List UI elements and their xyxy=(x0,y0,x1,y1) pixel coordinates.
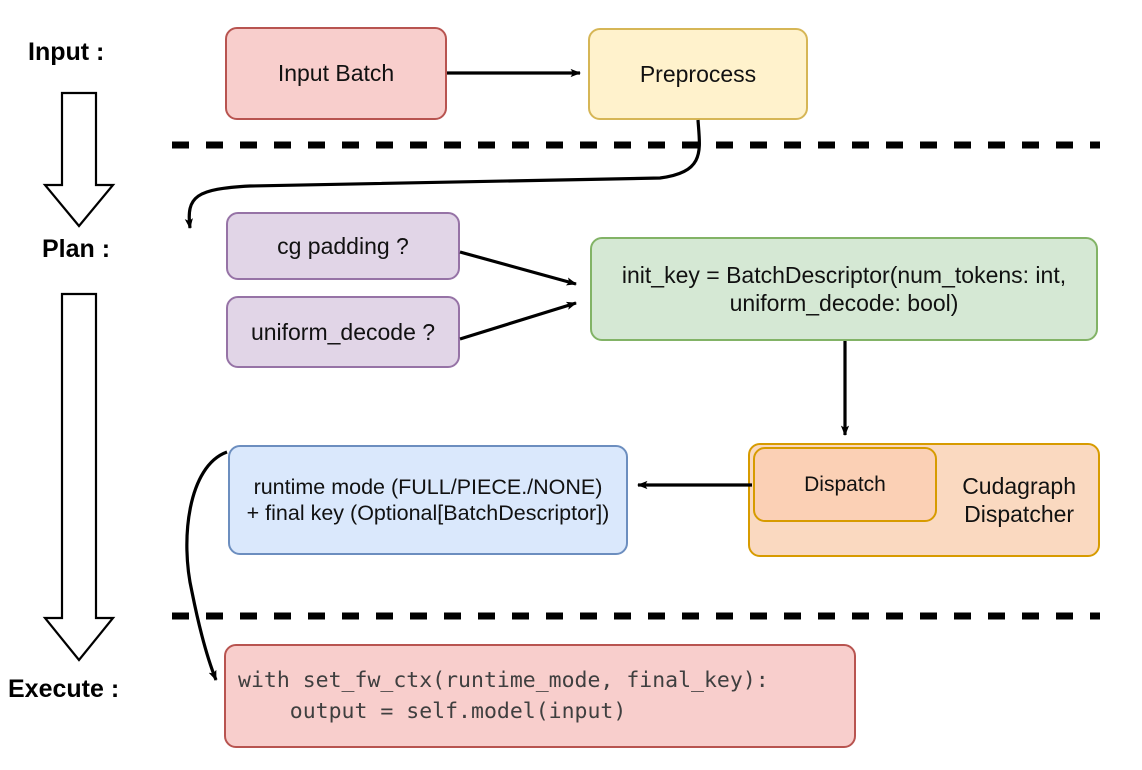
node-runtime-mode-line2: + final key (Optional[BatchDescriptor]) xyxy=(246,501,610,525)
arrow-runtime-to-code xyxy=(185,450,228,681)
node-init-key-line2: uniform_decode: bool) xyxy=(729,290,959,316)
node-execute-code-text: with set_fw_ctx(runtime_mode, final_key)… xyxy=(226,665,854,727)
node-execute-code[interactable]: with set_fw_ctx(runtime_mode, final_key)… xyxy=(224,644,856,748)
node-runtime-mode-line1: runtime mode (FULL/PIECE./NONE) xyxy=(253,474,603,499)
node-input-batch-label: Input Batch xyxy=(277,60,395,87)
node-uniform-decode-label: uniform_decode ? xyxy=(250,318,436,345)
stage-arrow-input-plan xyxy=(42,91,116,228)
node-input-batch[interactable]: Input Batch xyxy=(225,27,447,120)
node-cg-padding[interactable]: cg padding ? xyxy=(226,212,460,280)
node-cudagraph-dispatcher-label: Cudagraph Dispatcher xyxy=(962,472,1076,527)
node-preprocess[interactable]: Preprocess xyxy=(588,28,808,120)
node-cg-padding-label: cg padding ? xyxy=(277,232,409,259)
node-dispatch[interactable]: Dispatch xyxy=(753,447,937,522)
stage-label-plan: Plan : xyxy=(42,235,111,263)
node-dispatch-label: Dispatch xyxy=(804,472,886,496)
node-execute-code-line2: output = self.model(input) xyxy=(238,699,627,724)
node-init-key[interactable]: init_key = BatchDescriptor(num_tokens: i… xyxy=(590,237,1098,341)
node-preprocess-label: Preprocess xyxy=(639,60,757,87)
stage-label-execute: Execute : xyxy=(8,675,120,703)
stage-arrow-plan-execute xyxy=(42,292,116,662)
arrow-cgpadding-to-initkey xyxy=(459,250,577,286)
node-runtime-mode[interactable]: runtime mode (FULL/PIECE./NONE) + final … xyxy=(228,445,628,555)
node-uniform-decode[interactable]: uniform_decode ? xyxy=(226,296,460,368)
node-execute-code-line1: with set_fw_ctx(runtime_mode, final_key)… xyxy=(238,667,769,693)
stage-label-input: Input : xyxy=(28,38,105,66)
node-init-key-line1: init_key = BatchDescriptor(num_tokens: i… xyxy=(621,261,1067,288)
arrow-uniformdecode-to-initkey xyxy=(459,301,577,341)
